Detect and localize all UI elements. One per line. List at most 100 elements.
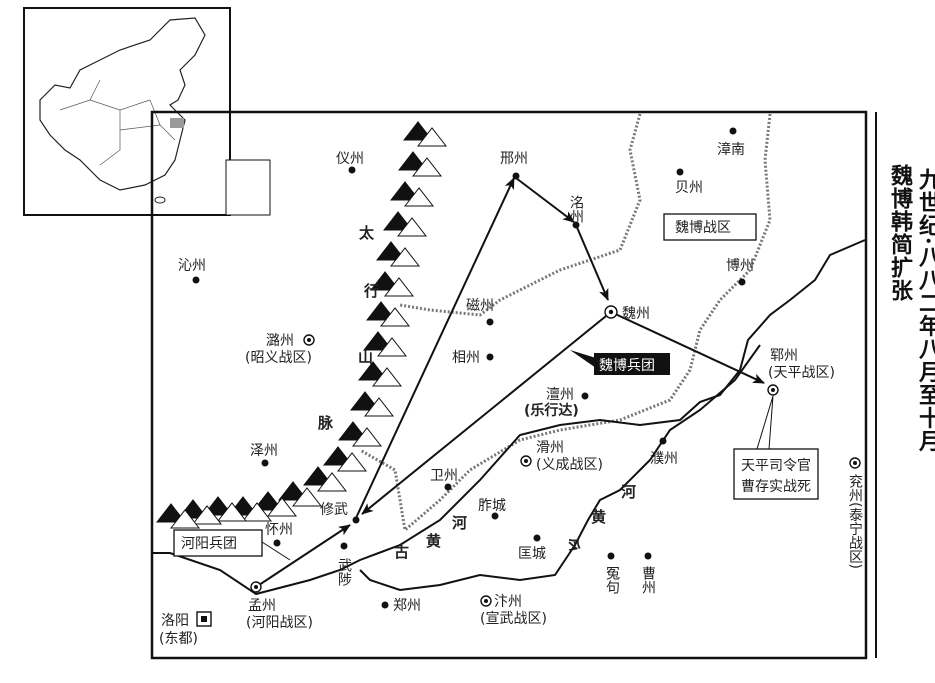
mountain-peak-icon [397,151,429,171]
label-beizhou: 贝州 [675,180,703,196]
label-yunzhou-zone: (天平战区) [768,365,835,381]
mountain-char: 脉 [317,414,334,432]
old-river-char: 河 [452,514,467,532]
label-zezhou: 泽州 [250,443,278,459]
label-bianzhou: 汴州 [494,594,522,610]
mountain-peak-icon [389,181,421,201]
label-zhengzhou: 郑州 [393,598,421,614]
label-luoyang: 洛阳 [161,613,189,629]
mountain-peak-icon [383,277,415,297]
old-river-char: 黄 [426,532,441,550]
label-mengzhou: 孟州 [248,598,276,614]
present-river-char: 今 [561,533,585,557]
mountain-peak-icon [191,505,223,525]
title-subject: 魏博韩简扩张 [887,164,913,302]
mountain-peak-icon [402,121,434,141]
label-yuanqu: 冤句 [604,566,620,595]
note-line-1: 天平司令官 [741,458,811,474]
label-luzhou-zone: (昭义战区) [245,350,312,366]
mountain-peak-icon [337,421,369,441]
title-date: 九世纪·八八二年八月至十月 [915,168,935,453]
movement-arrows [258,177,765,586]
mountain-peak-icon [349,391,381,411]
mountain-peak-icon [252,491,284,511]
label-chanzhou: 澶州 [546,386,574,403]
mountain-peak-icon [155,503,187,523]
mountain-char: 行 [363,282,379,300]
label-puzhou: 濮州 [650,451,678,467]
label-mengzhou-zone: (河阳战区) [246,615,313,631]
mountain-peak-icon [291,487,323,507]
place-labels: 仪州 邢州 漳南 贝州 博州 沁州 磁州 魏州 潞州 (昭义战区) 相州 郓州 … [159,141,863,647]
mountain-peak-icon [375,241,407,261]
label-xiuwu: 修武 [320,502,348,518]
map-title: 九世纪·八八二年八月至十月 魏博韩简扩张 [887,164,935,453]
heyang-army-label: 河阳兵团 [181,536,237,552]
note-line-2: 曹存实战死 [741,479,811,495]
weibo-zone-label: 魏博战区 [675,219,731,236]
weibo-army-label: 魏博兵团 [599,357,655,374]
label-yizhou: 仪州 [336,151,364,167]
mountain-peak-icon [416,127,448,147]
weibo-zone-boundary [399,113,642,317]
label-luoyang-note: (东都) [159,631,198,647]
mountain-peak-icon [302,466,334,486]
mountain-peak-icon [316,472,348,492]
river-labels: 古 黄 河 今 黄 河 [394,483,636,561]
main-map-frame [150,110,868,660]
label-wuzhi: 武陟 [336,558,352,586]
weibo-army-box: 魏博兵团 [570,350,670,375]
mountain-peak-icon [241,502,273,522]
label-kuangcheng: 匡城 [518,546,546,562]
label-qinzhou: 沁州 [178,258,206,274]
taihang-mountains [155,121,448,529]
mountain-peak-icon [169,509,201,529]
present-yellow-river [359,344,761,592]
label-chanzhou-note: (乐行达) [524,402,579,419]
label-mingzhou: 洺州 [568,195,584,223]
mountain-peak-icon [216,502,248,522]
mountain-peak-icon [351,427,383,447]
mountain-peak-icon [396,217,428,237]
label-huazhou-zone: (义成战区) [536,457,603,473]
old-yellow-river [152,239,866,596]
mountain-peak-icon [379,307,411,327]
label-xiangzhou: 相州 [452,350,480,366]
mountain-peak-icon [411,157,443,177]
label-bianzhou-zone: (宣武战区) [480,611,547,627]
mountain-peak-icon [365,301,397,321]
mountain-peak-icon [357,361,389,381]
mountain-char: 山 [358,348,373,366]
present-river-char: 河 [621,483,636,501]
mountain-peak-icon [266,497,298,517]
mountain-peak-icon [382,211,414,231]
mountain-peak-icon [403,187,435,207]
label-yunzhou: 郓州 [770,348,798,364]
mountain-peak-icon [369,271,401,291]
label-yanzhou: 兖州(泰宁战区) [847,474,863,569]
city-dots [192,127,746,609]
mountain-peak-icon [322,446,354,466]
taihang-label: 太 行 山 脉 [317,224,379,432]
mountain-peak-icon [363,397,395,417]
tianping-commander-note: 天平司令官 曹存实战死 [733,395,819,500]
label-weizhou2: 卫州 [430,468,458,484]
inset-highlight-region [170,118,184,128]
label-caozhou: 曹州 [640,566,656,594]
label-zhangnan: 漳南 [717,141,745,158]
old-river-char: 古 [394,543,409,561]
label-cizhou: 磁州 [466,298,494,314]
heyang-army-box: 河阳兵团 [173,529,291,561]
label-huaizhou: 怀州 [265,522,293,538]
label-bozhou: 博州 [726,257,754,274]
mountain-peak-icon [371,367,403,387]
label-zuocheng: 胙城 [478,498,506,514]
label-huazhou: 滑州 [536,439,564,456]
label-luzhou: 潞州 [266,333,294,349]
mountain-peak-icon [277,481,309,501]
weibo-zone-box: 魏博战区 [663,213,757,241]
mountain-peak-icon [376,337,408,357]
mountain-char: 太 [359,224,375,242]
